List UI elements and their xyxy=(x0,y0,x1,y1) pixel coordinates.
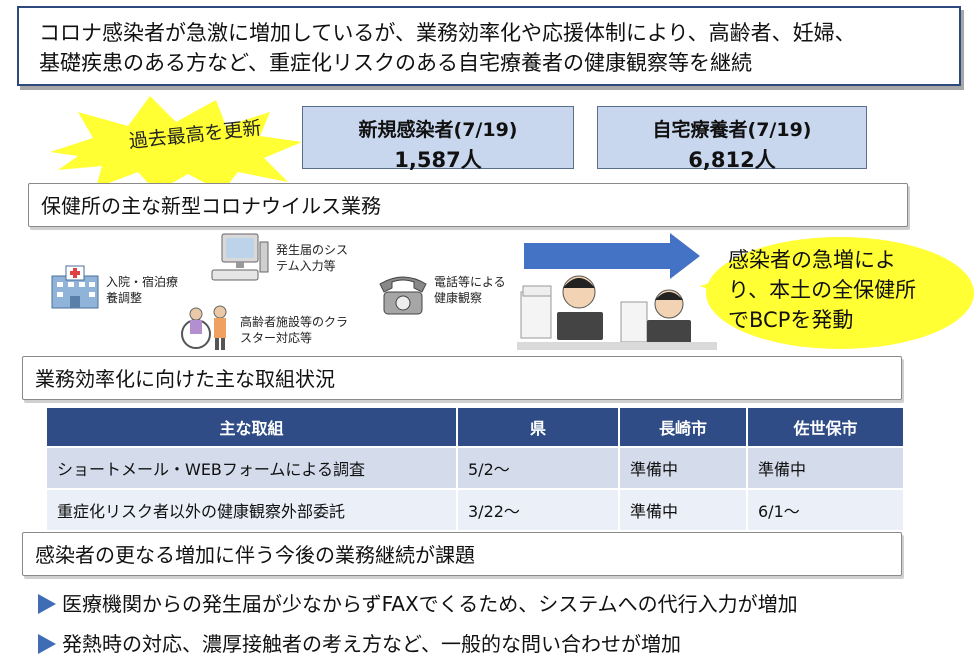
task-system-entry: 発生届のシス テム入力等 xyxy=(276,242,348,274)
task-phone-monitoring: 電話等による 健康観察 xyxy=(434,274,506,306)
triangle-bullet-icon xyxy=(38,634,56,654)
col-header-sasebo: 佐世保市 xyxy=(747,408,905,447)
table-header-row: 主な取組 県 長崎市 佐世保市 xyxy=(47,408,905,447)
table-cell: 3/22～ xyxy=(457,488,620,530)
task-label-line: スター対応等 xyxy=(240,331,313,345)
table-cell: ショートメール・WEBフォームによる調査 xyxy=(47,446,458,489)
col-header-initiative: 主な取組 xyxy=(47,408,458,447)
section-future-challenges: 感染者の更なる増加に伴う今後の業務継続が課題 xyxy=(22,532,902,576)
table-cell: 準備中 xyxy=(747,446,905,489)
task-label-line: 発生届のシス xyxy=(276,243,349,257)
hospital-icon xyxy=(51,265,99,309)
bcp-callout: 感染者の急増によ り、本土の全保健所 でBCPを発動 xyxy=(728,245,958,335)
section-health-center-tasks: 保健所の主な新型コロナウイルス業務 xyxy=(28,183,908,227)
bullet-item: 発熱時の対応、濃厚接触者の考え方など、一般的な問い合わせが増加 xyxy=(38,628,681,657)
table-row: ショートメール・WEBフォームによる調査 5/2～ 準備中 準備中 xyxy=(47,446,905,489)
bcp-callout-line-3: でBCPを発動 xyxy=(728,308,854,332)
new-cases-label: 新規感染者(7/19) xyxy=(358,119,518,141)
home-care-value: 6,812人 xyxy=(688,148,776,172)
home-care-stat: 自宅療養者(7/19) 6,812人 xyxy=(597,106,867,172)
task-label-line: 健康観察 xyxy=(434,291,483,305)
bullet-text: 医療機関からの発生届が少なからずFAXでくるため、システムへの代行入力が増加 xyxy=(62,592,798,616)
table-cell: 準備中 xyxy=(619,446,748,489)
col-header-prefecture: 県 xyxy=(457,408,620,447)
task-label-line: 入院・宿泊療 xyxy=(106,275,179,289)
triangle-bullet-icon xyxy=(38,594,56,614)
home-care-label: 自宅療養者(7/19) xyxy=(652,119,812,141)
table-cell: 準備中 xyxy=(619,488,748,530)
bcp-callout-line-2: り、本土の全保健所 xyxy=(728,278,917,302)
arrow-right-icon xyxy=(524,233,700,279)
busy-workers-illustration xyxy=(517,275,717,350)
section-efficiency-status: 業務効率化に向けた主な取組状況 xyxy=(22,356,902,400)
bcp-callout-line-1: 感染者の急増によ xyxy=(728,248,896,272)
task-cluster-response: 高齢者施設等のクラ スター対応等 xyxy=(240,314,348,346)
task-label-line: 養調整 xyxy=(106,291,143,305)
bullet-text: 発熱時の対応、濃厚接触者の考え方など、一般的な問い合わせが増加 xyxy=(62,632,681,656)
task-label-line: 電話等による xyxy=(434,275,506,289)
headline-box: コロナ感染者が急激に増加しているが、業務効率化や応援体制により、高齢者、妊婦、 … xyxy=(17,6,961,86)
computer-icon xyxy=(211,233,269,281)
new-cases-stat: 新規感染者(7/19) 1,587人 xyxy=(302,106,574,172)
headline-line-2: 基礎疾患のある方など、重症化リスクのある自宅療養者の健康観察等を継続 xyxy=(39,51,752,75)
headline-line-1: コロナ感染者が急激に増加しているが、業務効率化や応援体制により、高齢者、妊婦、 xyxy=(39,21,856,45)
col-header-nagasaki: 長崎市 xyxy=(619,408,748,447)
telephone-icon xyxy=(379,276,427,315)
task-hospital-adjustment: 入院・宿泊療 養調整 xyxy=(106,274,178,306)
elderly-care-icon xyxy=(181,305,227,350)
table-cell: 6/1～ xyxy=(747,488,905,530)
bullet-item: 医療機関からの発生届が少なからずFAXでくるため、システムへの代行入力が増加 xyxy=(38,588,798,617)
initiatives-table: 主な取組 県 長崎市 佐世保市 ショートメール・WEBフォームによる調査 5/2… xyxy=(47,408,905,530)
yellow-callout-bubble xyxy=(700,237,974,349)
table-cell: 重症化リスク者以外の健康観察外部委託 xyxy=(47,488,458,530)
task-label-line: テム入力等 xyxy=(276,259,336,273)
table-cell: 5/2～ xyxy=(457,446,620,489)
starburst-icon xyxy=(50,96,302,192)
new-cases-value: 1,587人 xyxy=(394,148,482,172)
table-row: 重症化リスク者以外の健康観察外部委託 3/22～ 準備中 6/1～ xyxy=(47,488,905,530)
task-label-line: 高齢者施設等のクラ xyxy=(240,315,349,329)
